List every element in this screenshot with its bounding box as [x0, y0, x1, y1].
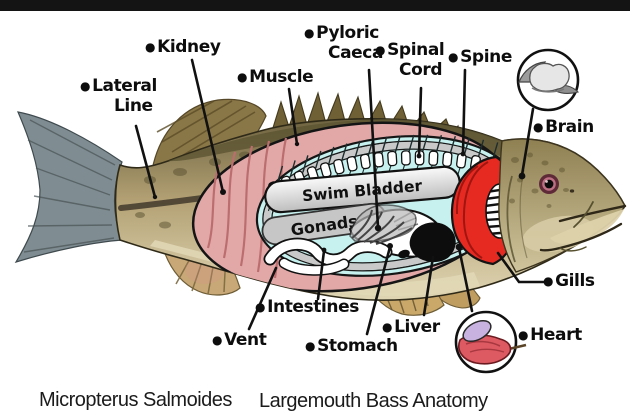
spinal-cord-pointer — [417, 86, 423, 157]
label-vent: ●Vent — [212, 330, 267, 350]
label-pyloric-caeca: ●Pyloric Caeca — [304, 23, 384, 63]
spine-pointer — [461, 68, 467, 155]
label-gills: ●Gills — [543, 271, 595, 291]
bullet-icon: ● — [304, 26, 315, 40]
lateral-line-pointer — [134, 124, 157, 199]
body-cutaway: Swim Bladder Gonads — [191, 121, 521, 293]
label-lateral-line: ●Lateral Line — [80, 76, 157, 116]
vent-pointer — [247, 266, 278, 331]
kidney-pointer — [190, 58, 225, 194]
bullet-icon: ● — [80, 79, 91, 93]
nostril — [569, 189, 575, 193]
label-muscle: ●Muscle — [237, 67, 314, 87]
vertebra-illustration — [529, 62, 570, 92]
brain-pointer — [520, 107, 535, 177]
stomach-pointer — [365, 245, 392, 336]
bullet-icon: ● — [533, 120, 544, 134]
label-stomach: ●Stomach — [305, 336, 398, 356]
bullet-icon: ● — [382, 320, 393, 334]
label-spinal-cord: ●Spinal Cord — [375, 40, 445, 80]
label-brain: ●Brain — [533, 117, 594, 137]
gonads-shape: Gonads — [261, 202, 387, 246]
bullet-icon: ● — [212, 333, 223, 347]
pointer-dots — [152, 141, 526, 253]
bullet-icon: ● — [305, 339, 316, 353]
spine-inset-circle — [516, 48, 580, 112]
heart-connector — [457, 246, 474, 313]
label-heart: ●Heart — [518, 325, 582, 345]
bullet-icon: ● — [255, 300, 266, 314]
caudal-fin — [14, 111, 123, 264]
bullet-icon: ● — [543, 274, 554, 288]
intestines-shape — [263, 237, 393, 276]
label-kidney: ●Kidney — [145, 37, 221, 57]
label-liver: ●Liver — [382, 317, 440, 337]
gills-pointer — [496, 251, 546, 284]
label-spine: ●Spine — [448, 47, 512, 67]
eye — [539, 174, 559, 194]
muscle-pointer — [287, 87, 299, 146]
lower-jaw — [550, 209, 624, 244]
heart-atrium — [462, 319, 492, 343]
caption-title: Largemouth Bass Anatomy — [259, 390, 488, 412]
mouth-lines — [539, 201, 627, 252]
fish-head — [498, 138, 627, 273]
caption-scientific-name: Micropterus Salmoides — [39, 389, 232, 411]
pointer-lines — [134, 58, 546, 336]
bullet-icon: ● — [518, 328, 529, 342]
bullet-icon: ● — [375, 43, 386, 57]
liver-shape — [409, 222, 456, 263]
pyloric-caeca-shape — [349, 204, 417, 245]
intestines-pointer — [316, 249, 326, 301]
label-intestines: ●Intestines — [255, 297, 359, 317]
head-mottling — [509, 152, 569, 208]
bullet-icon: ● — [237, 70, 248, 84]
liver-pointer — [422, 255, 435, 317]
pyloric-caeca-pointer — [367, 68, 380, 229]
bullet-icon: ● — [448, 50, 459, 64]
top-black-bar — [0, 0, 630, 11]
bullet-icon: ● — [145, 40, 156, 54]
heart-inset-circle — [454, 310, 527, 374]
